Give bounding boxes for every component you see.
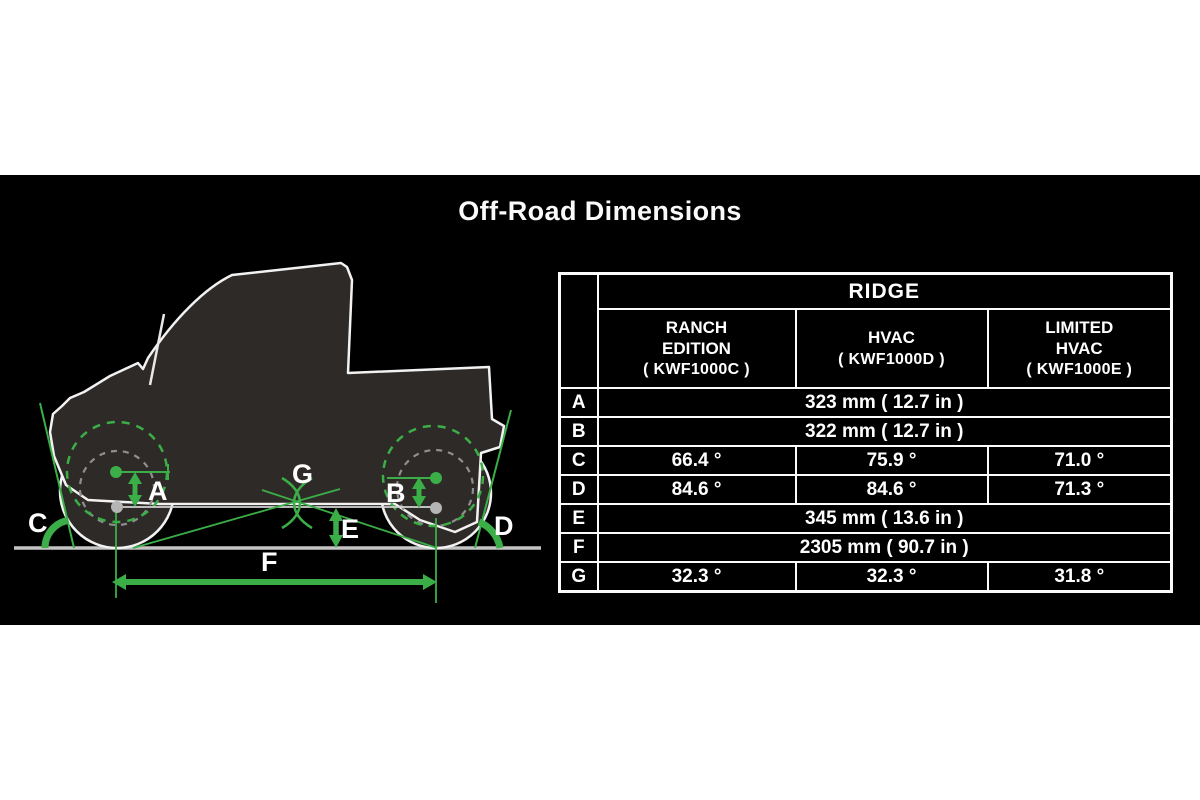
label-c: C [28,508,48,538]
row-label: G [558,561,599,593]
row-value: 322 mm ( 12.7 in ) [596,416,1173,447]
table-row-e: E 345 mm ( 13.6 in ) [558,503,1173,534]
model-code: ( KWF1000E ) [1026,360,1133,378]
table-row-c: C 66.4 ° 75.9 ° 71.0 ° [558,445,1173,476]
model-header-ranch-edition: RANCH EDITION ( KWF1000C ) [596,308,797,389]
brand-row: RIDGE [558,272,1173,389]
row-value: 32.3 ° [596,561,797,593]
antenna [148,313,166,386]
label-e: E [341,514,359,544]
row-value: 2305 mm ( 90.7 in ) [596,532,1173,563]
table-corner-cell [558,272,599,389]
row-label: F [558,532,599,563]
row-label: C [558,445,599,476]
row-value: 345 mm ( 13.6 in ) [596,503,1173,534]
brand-header-cell: RIDGE [596,272,1173,310]
approach-angle-line [39,402,75,549]
front-axle-travel-dot [110,466,122,478]
rear-axle-travel-dot [430,472,442,484]
table-row-f: F 2305 mm ( 90.7 in ) [558,532,1173,563]
table-row-d: D 84.6 ° 84.6 ° 71.3 ° [558,474,1173,505]
label-f: F [261,547,278,577]
rear-axle-static-dot [430,502,442,514]
row-value: 75.9 ° [794,445,989,476]
row-label: B [558,416,599,447]
row-value: 84.6 ° [794,474,989,505]
row-label: A [558,387,599,418]
dimensions-table: RIDGE RANCH EDITION ( KWF1000C ) HVAC ( … [558,272,1173,593]
breakover-angle-mark [281,476,313,530]
row-value: 32.3 ° [794,561,989,593]
approach-angle-arc [41,517,68,549]
label-g: G [292,459,313,489]
dimension-e-arrow [329,508,343,548]
row-value: 31.8 ° [986,561,1173,593]
row-value: 84.6 ° [596,474,797,505]
row-value: 71.3 ° [986,474,1173,505]
row-value: 323 mm ( 12.7 in ) [596,387,1173,418]
breakover-rear-line [261,489,438,549]
row-value: 66.4 ° [596,445,797,476]
model-header-hvac: HVAC ( KWF1000D ) [794,308,989,389]
vehicle-dimension-diagram: A B C D E F G [14,261,541,603]
departure-angle-arc [477,518,504,549]
page-title: Off-Road Dimensions [458,196,742,226]
model-code: ( KWF1000D ) [838,350,945,368]
label-d: D [494,511,514,541]
table-row-a: A 323 mm ( 12.7 in ) [558,387,1173,418]
rear-tire-static-circle [395,448,475,528]
model-code: ( KWF1000C ) [643,360,750,378]
model-header-row: RANCH EDITION ( KWF1000C ) HVAC ( KWF100… [560,308,1173,389]
row-value: 71.0 ° [986,445,1173,476]
label-a: A [148,476,168,506]
model-name: LIMITED HVAC [1045,318,1114,358]
table-row-b: B 322 mm ( 12.7 in ) [558,416,1173,447]
row-label: E [558,503,599,534]
row-label: D [558,474,599,505]
model-header-limited-hvac: LIMITED HVAC ( KWF1000E ) [986,308,1173,389]
front-axle-static-dot [111,501,123,513]
breakover-front-line [132,488,341,549]
model-name: HVAC [868,328,915,348]
dimension-b-arrow [412,477,426,508]
dimension-a-arrow [128,472,142,507]
vehicle-silhouette [48,261,506,534]
model-name: RANCH EDITION [662,318,731,358]
front-tire-static-circle [78,449,156,527]
dimension-f-arrow [112,574,437,590]
label-b: B [386,478,406,508]
rear-tire-travel-circle [381,424,485,528]
table-row-g: G 32.3 ° 32.3 ° 31.8 ° [558,561,1173,593]
